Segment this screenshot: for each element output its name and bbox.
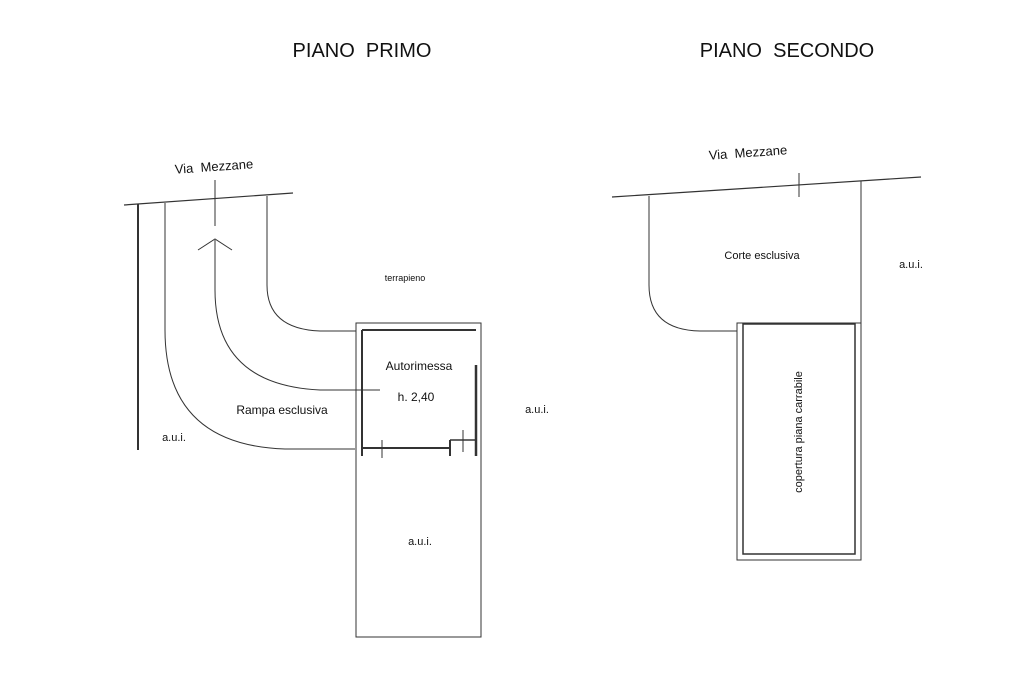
arrow-up-icon (197, 238, 233, 251)
label-terrapieno: terrapieno (385, 273, 426, 283)
label-rampa: Rampa esclusiva (236, 403, 328, 417)
roof-inner (742, 323, 856, 555)
court-edge (648, 196, 737, 332)
label-height: h. 2,40 (398, 390, 435, 404)
label-aui-right-secondo: a.u.i. (899, 259, 923, 271)
plan-piano-primo (123, 180, 482, 638)
title-piano-secondo: PIANO SECONDO (700, 40, 874, 62)
roof-outline (736, 322, 862, 561)
label-street-secondo: Via Mezzane (708, 142, 787, 162)
street-line (123, 192, 294, 206)
label-copertura: copertura piana carrabile (793, 371, 805, 493)
label-corte: Corte esclusiva (724, 250, 800, 262)
street-line (611, 176, 922, 198)
label-aui-left: a.u.i. (162, 432, 186, 444)
label-street-primo: Via Mezzane (174, 156, 253, 176)
ramp-inner-edge (266, 196, 356, 332)
building-outline (355, 322, 482, 638)
plan-piano-secondo (611, 173, 922, 561)
ramp-outer-edge (164, 203, 355, 450)
label-aui-bottom: a.u.i. (408, 536, 432, 548)
label-autorimessa: Autorimessa (386, 359, 453, 373)
title-piano-primo: PIANO PRIMO (293, 40, 432, 62)
label-aui-right: a.u.i. (525, 404, 549, 416)
ramp-centerline (214, 240, 380, 391)
